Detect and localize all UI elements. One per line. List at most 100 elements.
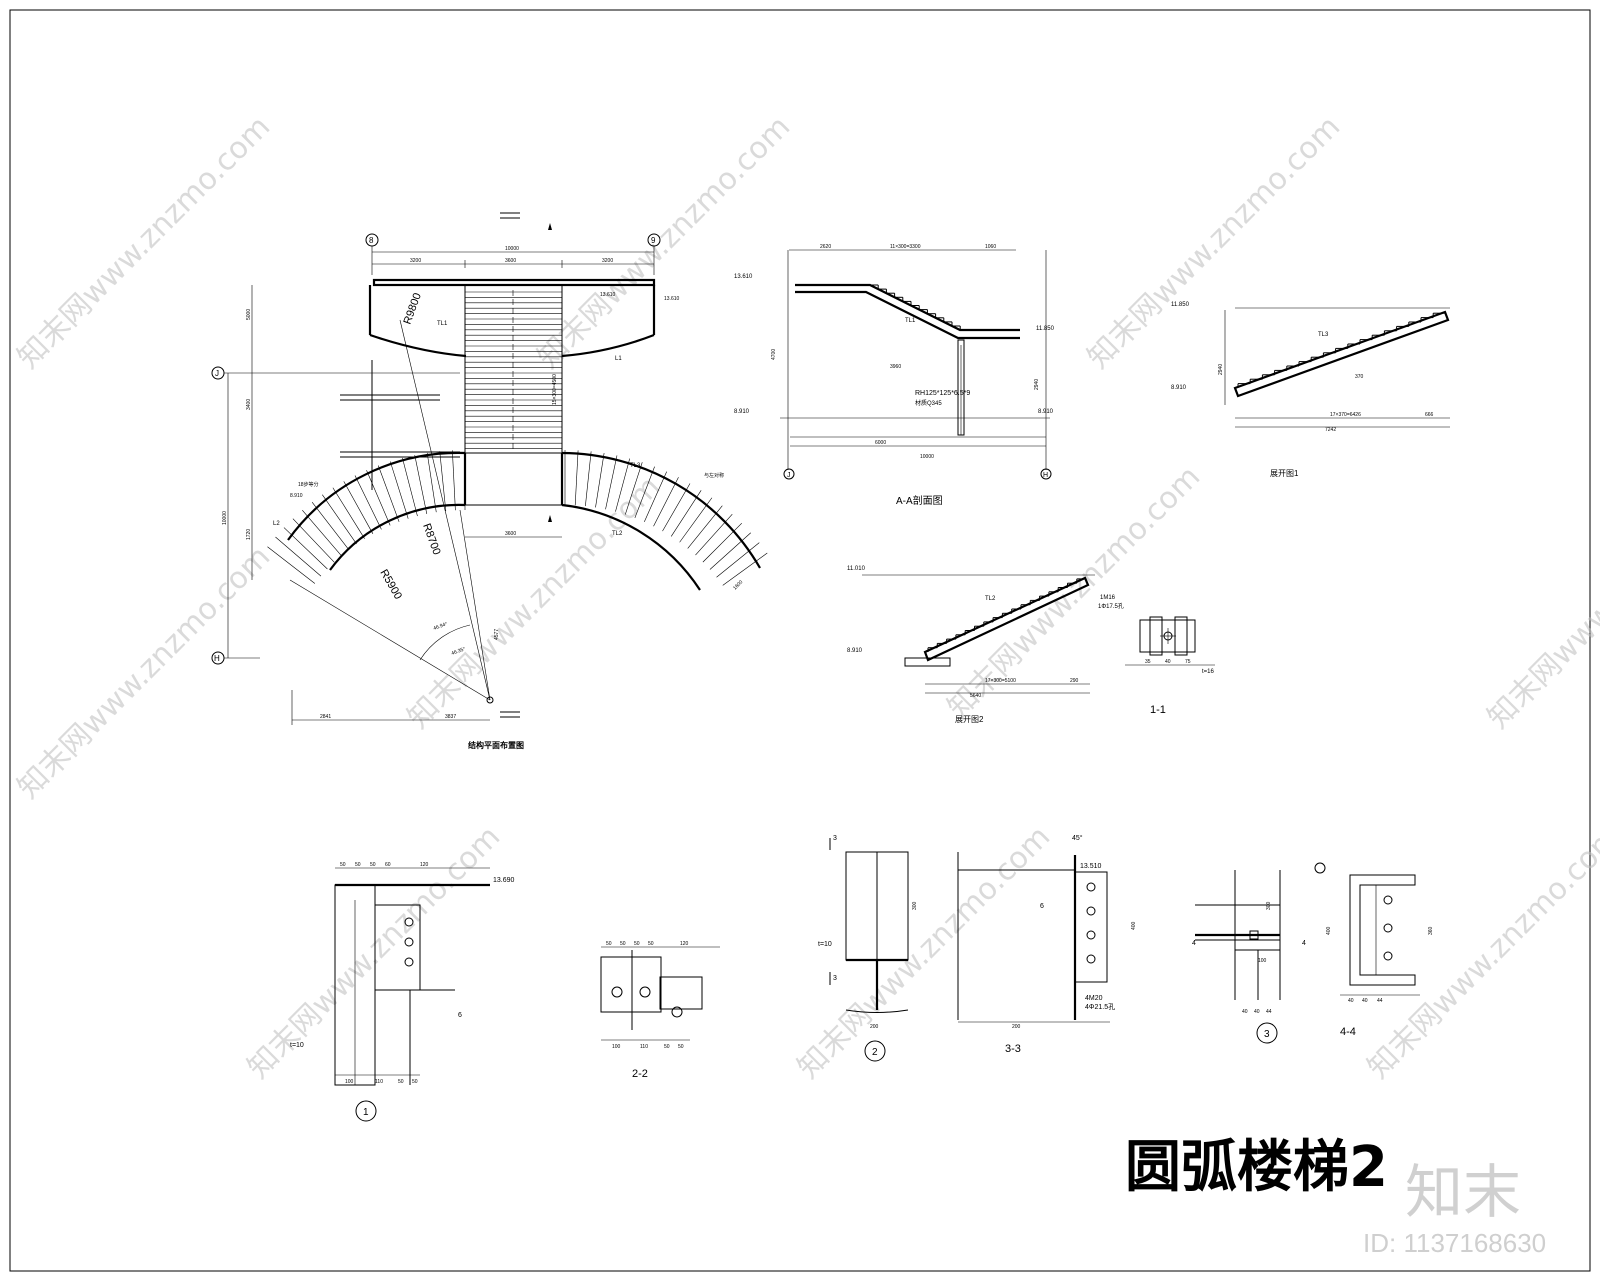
unfold-view-1: 11.850 8.910 17×370=6426 7242 666 2940 3… — [1171, 302, 1450, 478]
plate-label: t=16 — [1202, 669, 1215, 675]
dim-text: 110 — [640, 1044, 648, 1050]
dim-text: 370 — [1355, 374, 1364, 380]
aa-stair-steps — [870, 284, 961, 331]
member-label: RH125*125*6.5*9 — [915, 390, 970, 397]
tread-line — [343, 481, 374, 534]
image-id: ID: 1137168630 — [1363, 1228, 1546, 1258]
tread-line — [354, 475, 382, 530]
tread-line — [377, 465, 400, 522]
hole-label: 4Φ21.5孔 — [1085, 1003, 1115, 1011]
dim-text: 666 — [1425, 412, 1434, 418]
grid-label: H — [214, 654, 220, 663]
tread-line — [595, 453, 605, 508]
watermark: 知末网www.znzmo.com — [531, 109, 797, 375]
tread-line — [687, 505, 723, 549]
dim-text: 50 — [370, 862, 376, 868]
tread-line — [267, 546, 316, 584]
plate-label: t=10 — [818, 941, 832, 948]
member-label: TL1 — [905, 318, 916, 324]
watermark: 知末网www.znzmo.com — [1481, 469, 1600, 735]
tread-line — [292, 518, 335, 563]
section-caption: 展开图1 — [1270, 469, 1299, 478]
plan-caption: 结构平面布置图 — [468, 740, 524, 750]
elev-text: 8.910 — [290, 493, 303, 499]
elev-text: 11.850 — [1171, 302, 1190, 308]
dim-text: 75 — [1185, 659, 1191, 665]
tread-line — [695, 514, 733, 556]
watermark: 知末网www.znzmo.com — [1361, 819, 1600, 1085]
elev-text: 11.010 — [847, 566, 866, 572]
elev-text: 13.610 — [600, 292, 616, 298]
dim-text: 40 — [1165, 659, 1171, 665]
member-label: TL2 — [985, 596, 996, 602]
dim-text: 2620 — [820, 244, 831, 250]
member-label: 材质Q345 — [915, 399, 942, 407]
grid-label: 9 — [651, 236, 656, 245]
dim-text: 40 — [1242, 1009, 1248, 1015]
tread-line — [634, 466, 655, 519]
elev-text: 8.910 — [847, 648, 863, 654]
dim-text: 3837 — [445, 714, 456, 720]
tread-line — [615, 458, 630, 512]
dim-text: 120 — [680, 941, 689, 947]
dim-text: 50 — [355, 862, 361, 868]
dim-text: 50 — [678, 1044, 684, 1050]
watermark: 知末网www.znzmo.com — [11, 539, 277, 805]
tread-line — [702, 523, 742, 563]
plate-label: t=10 — [290, 1042, 304, 1049]
bolt-label: 1M16 — [1100, 595, 1116, 601]
dim-text: 5000 — [246, 309, 252, 320]
unfold1-steps — [1237, 312, 1446, 388]
elev-text: 13.690 — [493, 877, 515, 884]
tread-line — [722, 552, 768, 586]
angle-text: 46.35° — [451, 646, 467, 657]
tread-line — [426, 452, 437, 513]
watermarks: 知末网www.znzmo.com 知末网www.znzmo.com 知末网www… — [11, 109, 1600, 1085]
dim-text: 2940 — [1218, 364, 1224, 375]
dim-text: 11×300=3300 — [890, 244, 921, 250]
dim-text: 40 — [1348, 998, 1354, 1004]
dim-text: 100 — [345, 1079, 354, 1085]
dim-text: 300 — [912, 901, 918, 910]
dim-text: 3600 — [505, 258, 516, 264]
tread-line — [275, 536, 322, 577]
dim-text: 300 — [1266, 901, 1272, 910]
tread-line — [302, 509, 342, 556]
elev-text: 13.610 — [664, 296, 680, 302]
dim-text: 17×370=6426 — [1330, 412, 1361, 418]
tread-line — [439, 451, 447, 512]
detail-3: 4 4 300 100 40 40 44 3 — [1192, 870, 1306, 1044]
section-caption: 4-4 — [1340, 1026, 1356, 1038]
tread-line — [389, 461, 409, 519]
weld-label: 6 — [1040, 903, 1044, 910]
dim-text: 4700 — [771, 349, 777, 360]
grid-label: 8 — [369, 236, 374, 245]
detail-2: 3 3 t=10 200 300 2 — [818, 835, 918, 1062]
bolt-label: 4M20 — [1085, 995, 1103, 1002]
dim-text: 1720 — [246, 529, 252, 540]
weld-label: 6 — [458, 1012, 462, 1019]
dim-text: 3600 — [505, 531, 516, 537]
dim-text: 50 — [634, 941, 640, 947]
dim-text: 360 — [1428, 926, 1434, 935]
member-label: L2 — [273, 521, 280, 527]
dim-text: 400 — [1326, 926, 1332, 935]
tread-line — [322, 494, 357, 545]
dim-text: 40 — [1254, 1009, 1260, 1015]
section-2-2: 50 50 50 50 120 100 110 50 50 2-2 — [600, 941, 720, 1080]
dim-text: 100 — [1258, 958, 1267, 964]
dim-text: 7242 — [1325, 427, 1336, 433]
dim-text: 2940 — [1034, 379, 1040, 390]
dim-text: 10000 — [920, 454, 934, 460]
tread-line — [624, 462, 643, 515]
elev-text: 8.910 — [734, 409, 750, 415]
section-caption: 1-1 — [1150, 704, 1166, 716]
tread-line — [585, 451, 592, 507]
dim-text: 200 — [1012, 1024, 1021, 1030]
grid-label: H — [1043, 472, 1048, 479]
dim-text: 50 — [398, 1079, 404, 1085]
dim-text: 50 — [620, 941, 626, 947]
detail-label: 3 — [1264, 1029, 1270, 1040]
dim-text: 200 — [870, 1024, 879, 1030]
